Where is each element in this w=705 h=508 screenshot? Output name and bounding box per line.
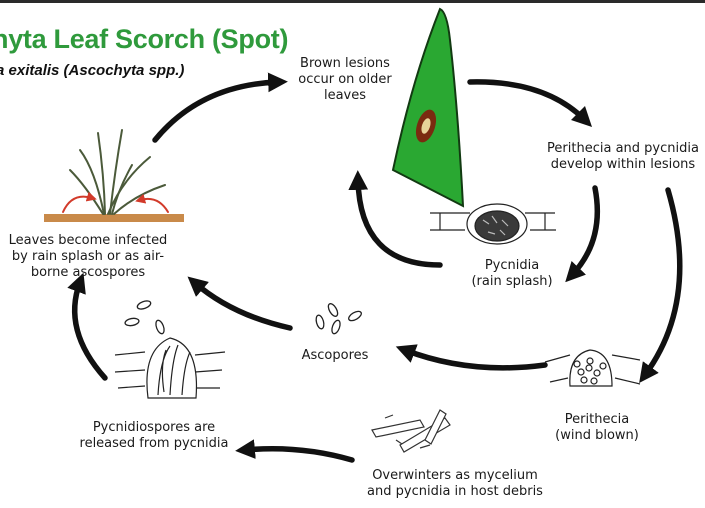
grass-plant-illustration bbox=[44, 130, 184, 222]
pycnidia-illustration bbox=[430, 204, 556, 244]
host-debris-illustration bbox=[372, 410, 450, 452]
infected-leaf-illustration bbox=[393, 9, 463, 206]
ascospores-illustration bbox=[124, 299, 362, 334]
label-perithecia-wind: Perithecia(wind blown) bbox=[547, 412, 647, 444]
perithecia-illustration bbox=[545, 350, 640, 386]
label-pycnidia-rain: Pycnidia(rain splash) bbox=[462, 258, 562, 290]
label-ascopores: Ascopores bbox=[290, 348, 380, 364]
pycnidiospores-illustration bbox=[115, 338, 225, 398]
